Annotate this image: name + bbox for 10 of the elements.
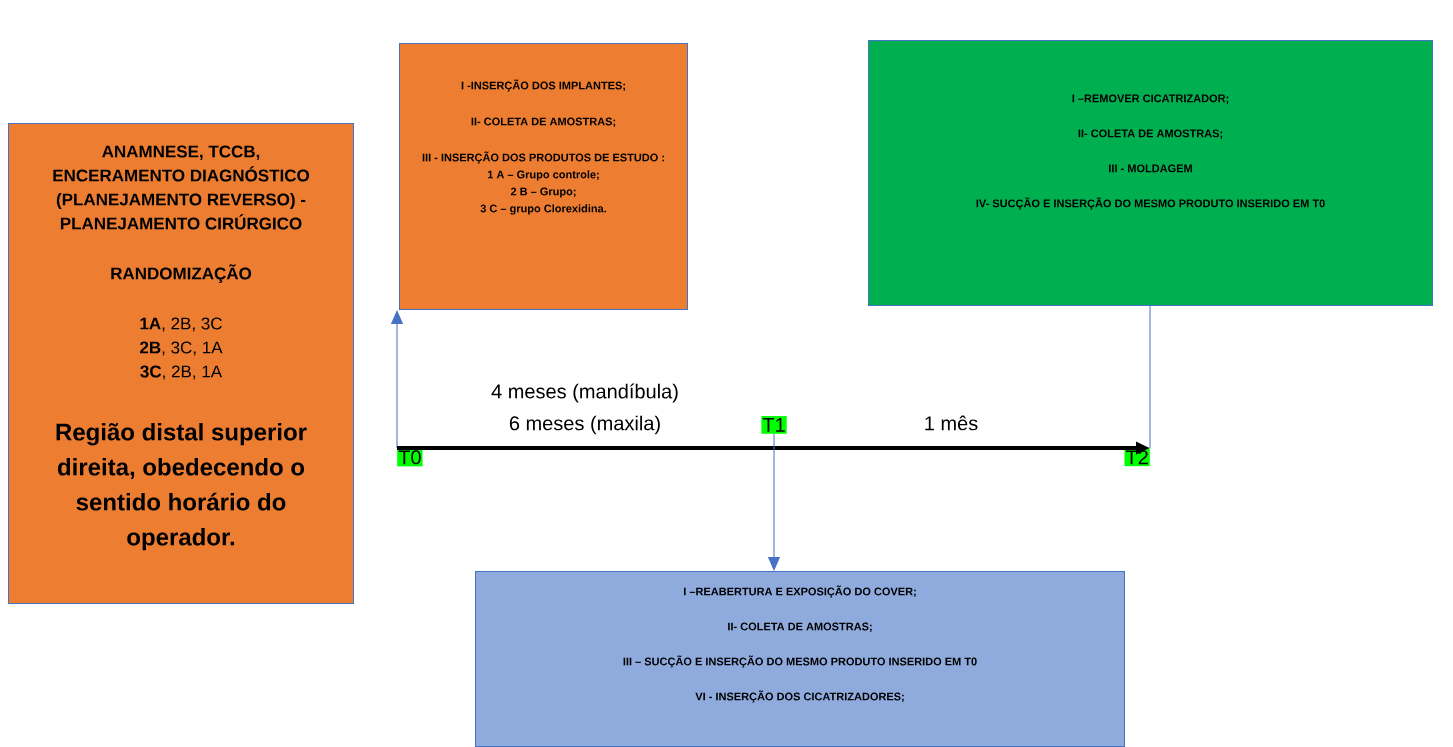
process-box: ANAMNESE, TCCB, ENCERAMENTO DIAGNÓSTICO (PLANEJAMENTO REVERSO) - PLANEJAMENTO CIRÚRGICO RANDOMIZAÇÃO 1A, 2B, 3C 2B, 3C, 1A 3C, 2B, 1A Região distal superior direita, obedecendo o sentido horário do operador.	[8, 123, 354, 604]
process-box: I –REMOVER CICATRIZADOR; II- COLETA DE AMOSTRAS; III - MOLDAGEM IV- SUCÇÃO E INSERÇÃO DO MESMO PRODUTO INSERIDO EM T0	[868, 40, 1433, 306]
duration-label: 1 mês	[925, 415, 978, 431]
arrow	[768, 433, 780, 571]
connector-line	[1149, 305, 1151, 449]
duration-label: 4 meses (mandíbula)	[491, 383, 678, 403]
process-box: I –REABERTURA E EXPOSIÇÃO DO COVER; II- COLETA DE AMOSTRAS; III – SUCÇÃO E INSERÇÃO DO MESMO PRODUTO INSERIDO EM T0 VI - INSERÇÃO DOS CICATRIZADORES;	[475, 571, 1125, 747]
arrow	[391, 310, 403, 449]
process-box: I -INSERÇÃO DOS IMPLANTES; II- COLETA DE AMOSTRAS; III - INSERÇÃO DOS PRODUTOS DE ESTUDO : 1 A – Grupo controle; 2 B – Grupo; 3 C – grupo Clorexidina.	[399, 43, 688, 310]
duration-label: 6 meses (maxila)	[509, 415, 660, 435]
